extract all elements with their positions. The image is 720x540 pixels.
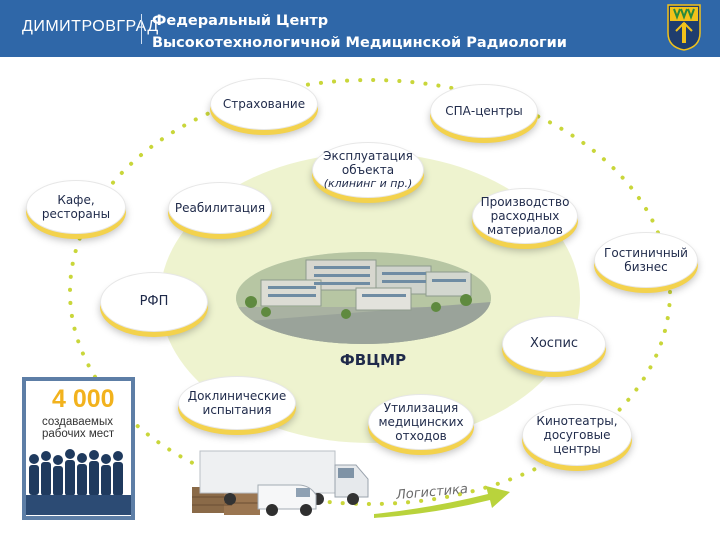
operation-line-2: объекта (341, 163, 395, 177)
pill-rehabilitation: Реабилитация (168, 182, 272, 234)
pill-waste: Утилизация медицинских отходов (368, 394, 474, 450)
production-line-3: материалов (487, 223, 563, 237)
spa-label: СПА-центры (445, 104, 523, 118)
brand-name: ДИМИТРОВГРАД (22, 18, 159, 35)
hotel-line-2: бизнес (624, 260, 668, 274)
pill-hospice: Хоспис (502, 316, 606, 372)
pill-preclinical: Доклинические испытания (178, 376, 296, 430)
pill-insurance: Страхование (210, 78, 318, 130)
jobs-number: 4 000 (52, 385, 115, 413)
pill-cafe: Кафе, рестораны (26, 180, 126, 234)
logistics-vehicles-illustration (192, 450, 369, 516)
cinema-line-2: досуговые (543, 428, 611, 442)
production-line-1: Производство (480, 195, 570, 209)
pill-cinema: Кинотеатры, досуговые центры (522, 404, 632, 466)
pill-spa: СПА-центры (430, 84, 538, 138)
workers-crowd-icon (26, 449, 131, 515)
production-line-2: расходных (490, 209, 560, 223)
cinema-line-3: центры (553, 442, 601, 456)
insurance-label: Страхование (222, 97, 306, 111)
outer-dotted-ring (68, 78, 672, 506)
center-label: ФВЦМР (339, 351, 407, 369)
jobs-line-1: создаваемых (42, 416, 113, 428)
pill-operation: Эксплуатация объекта (клининг и пр.) (312, 142, 424, 198)
operation-line-3: (клининг и пр.) (323, 177, 413, 190)
cinema-line-1: Кинотеатры, (536, 414, 618, 428)
city-crest-icon (667, 4, 701, 51)
logistics-arrow (374, 486, 510, 518)
operation-line-1: Эксплуатация (323, 149, 413, 163)
header-bar: ДИМИТРОВГРАД Федеральный Центр Высокотех… (0, 0, 720, 57)
pill-rfp: РФП (100, 272, 208, 332)
cafe-line-1: Кафе, (57, 193, 95, 207)
medical-center-illustration (236, 252, 491, 344)
waste-line-3: отходов (395, 429, 447, 443)
header-divider (141, 14, 142, 44)
title-line-2: Высокотехнологичной Медицинской Радиолог… (152, 35, 567, 51)
title-line-1: Федеральный Центр (152, 13, 329, 29)
preclinical-line-2: испытания (202, 403, 272, 417)
jobs-caption: создаваемых рабочих мест (42, 416, 122, 440)
waste-line-1: Утилизация (383, 401, 459, 415)
jobs-box: 4 000 создаваемых рабочих мест (22, 377, 135, 520)
cafe-line-2: рестораны (41, 207, 111, 221)
hotel-line-1: Гостиничный (604, 246, 688, 260)
hospice-label: Хоспис (529, 336, 579, 351)
rehabilitation-label: Реабилитация (174, 201, 266, 215)
rfp-label: РФП (139, 294, 169, 309)
pill-hotel: Гостиничный бизнес (594, 232, 698, 288)
pill-production: Производство расходных материалов (472, 188, 578, 244)
jobs-line-2: рабочих мест (42, 428, 115, 440)
preclinical-line-1: Доклинические (187, 389, 287, 403)
waste-line-2: медицинских (378, 415, 464, 429)
page-title: Федеральный Центр Высокотехнологичной Ме… (152, 10, 567, 54)
